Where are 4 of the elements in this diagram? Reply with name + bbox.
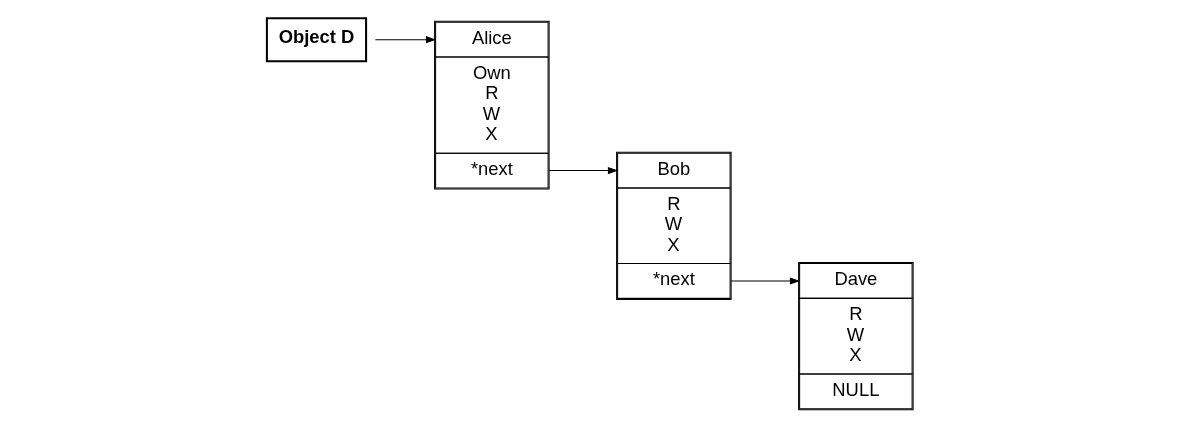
arrow bbox=[730, 276, 801, 285]
node-box: Object D bbox=[265, 16, 368, 62]
arrow bbox=[548, 166, 619, 174]
arrow bbox=[374, 35, 437, 43]
